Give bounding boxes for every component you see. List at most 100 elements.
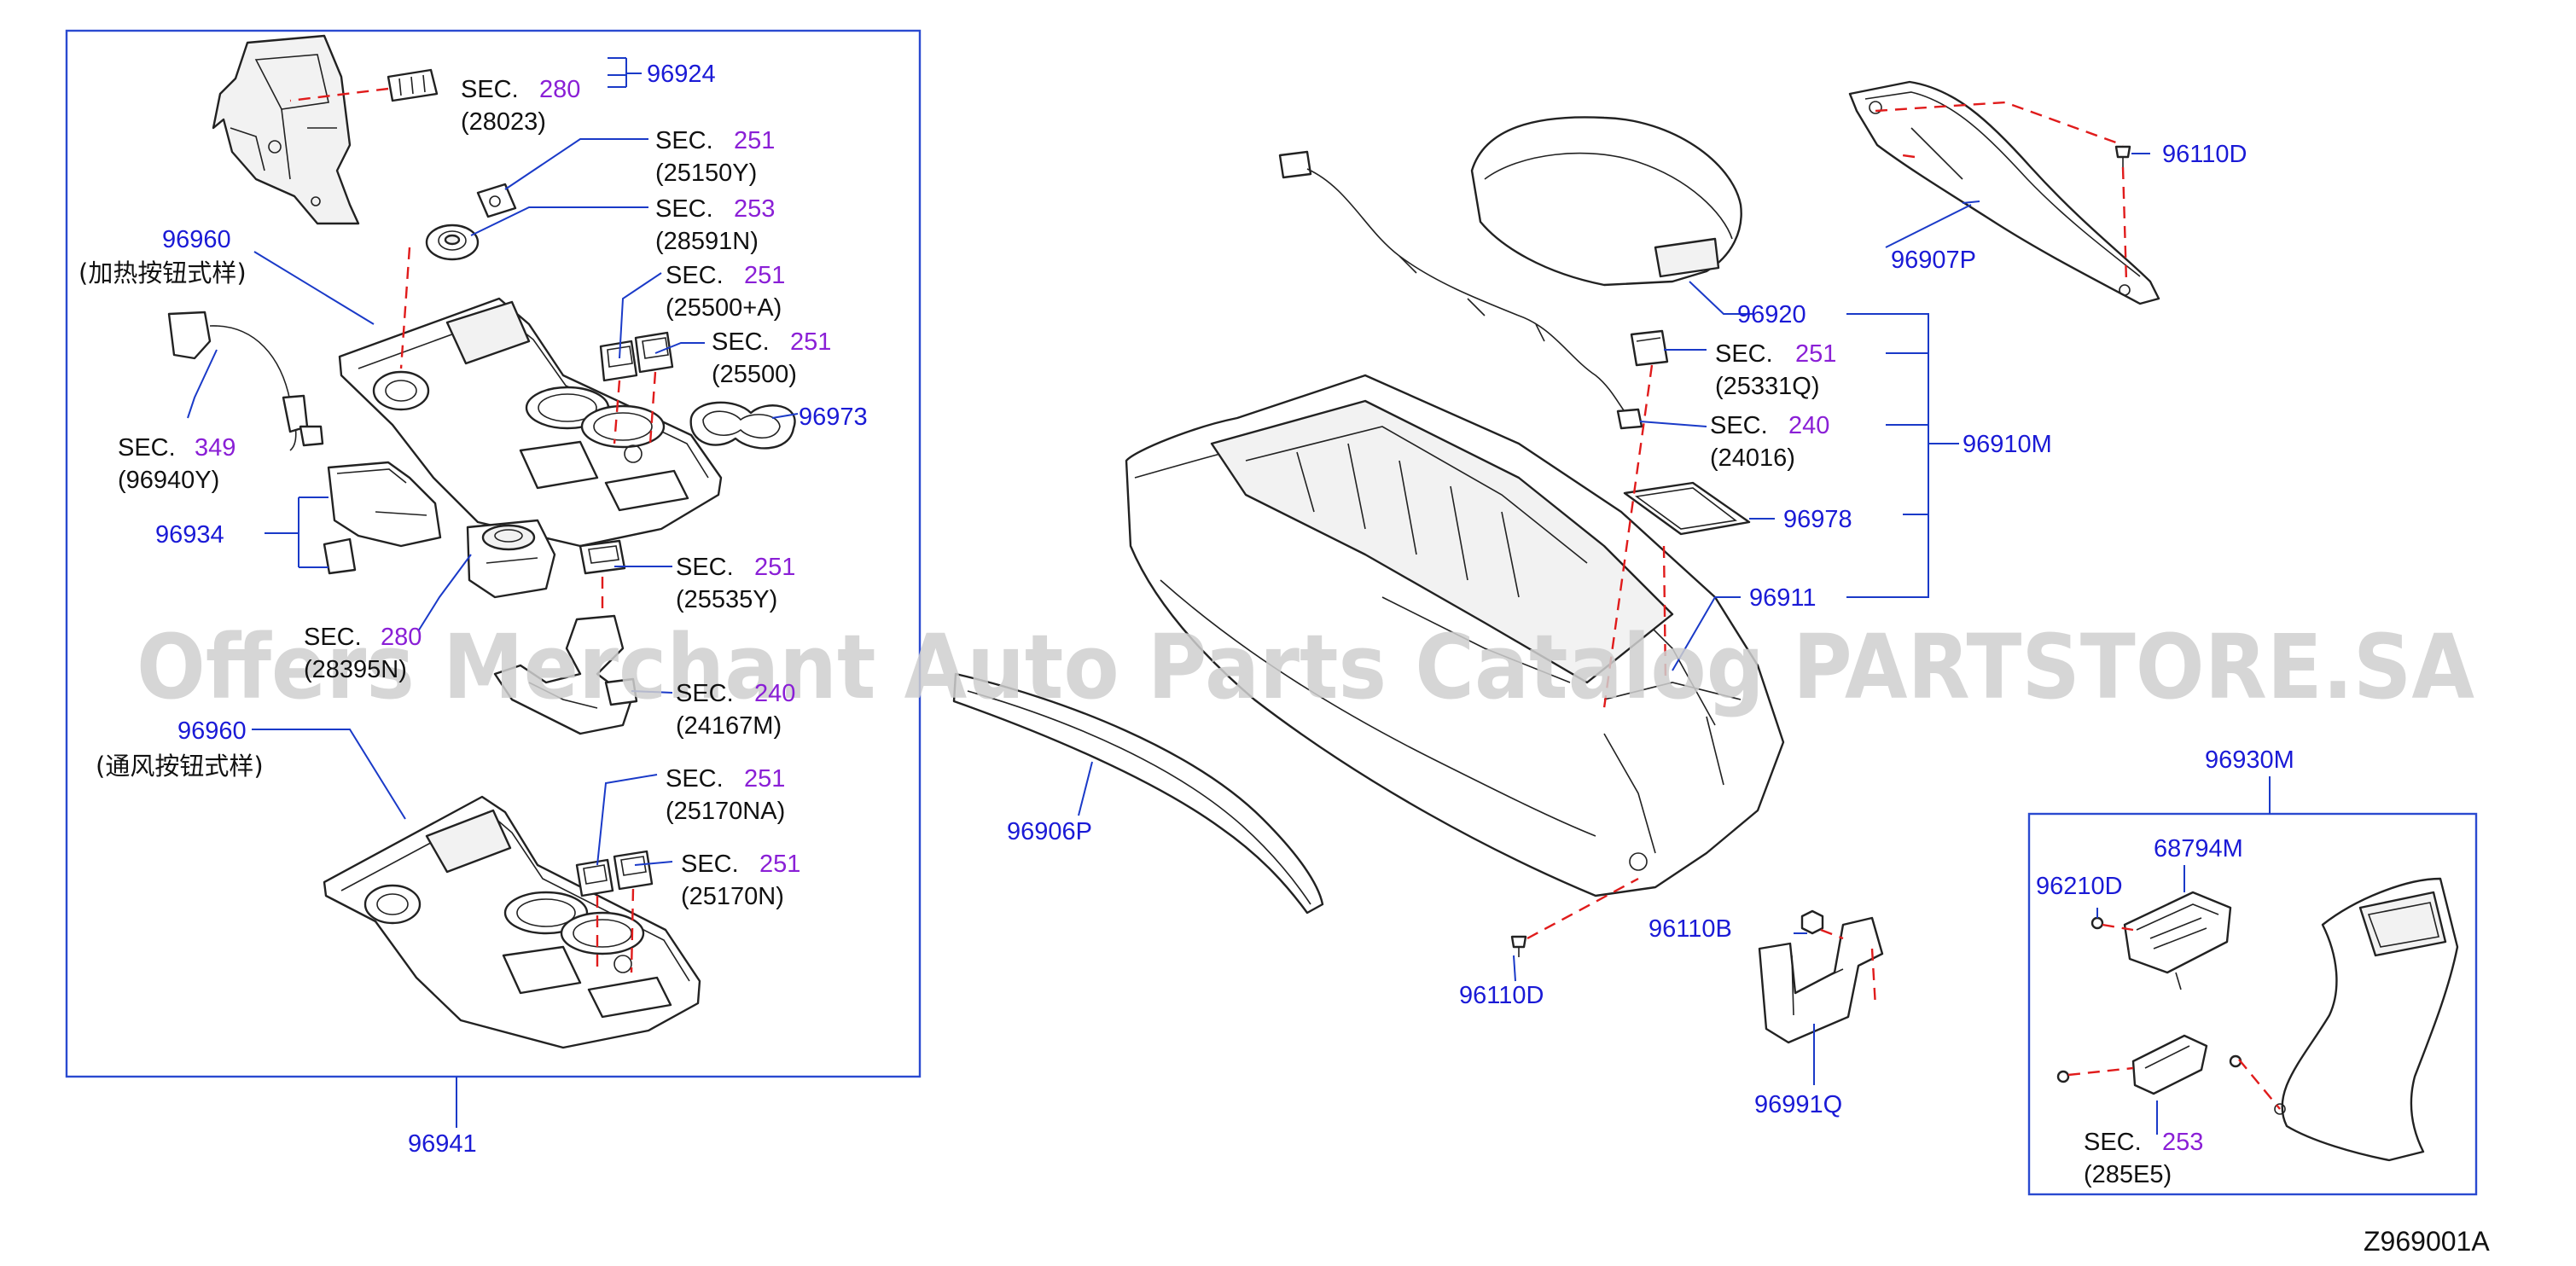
left-assembly-frame	[65, 29, 922, 1078]
armrest-lid-96920	[1470, 116, 1742, 287]
svg-text:(25500+A): (25500+A)	[666, 294, 782, 322]
rear-vent-68794M	[2123, 891, 2232, 990]
label-68794M: 68794M	[2154, 835, 2243, 862]
svg-text:SEC.: SEC.	[676, 680, 734, 707]
switch-25170N	[613, 850, 654, 891]
screw-96110D-lower	[1510, 935, 1527, 957]
svg-text:280: 280	[539, 76, 580, 103]
label-96906P: 96906P	[1007, 818, 1092, 845]
svg-text:SEC.: SEC.	[676, 554, 734, 581]
svg-text:(25150Y): (25150Y)	[655, 160, 757, 187]
svg-text:251: 251	[744, 262, 785, 289]
label-96924: 96924	[647, 61, 716, 88]
label-96911: 96911	[1749, 584, 1817, 612]
switch-96934	[323, 461, 442, 575]
svg-text:(24167M): (24167M)	[676, 712, 782, 740]
svg-text:(25535Y): (25535Y)	[676, 586, 777, 613]
rear-vent-frame	[2027, 812, 2478, 1196]
part-number-labels: 96924 96960 96973 96934 96960 96941 9690…	[155, 61, 2294, 1158]
sec-ref-251-25331Q: SEC. 251 (25331Q)	[1715, 340, 1836, 400]
svg-text:SEC.: SEC.	[666, 262, 724, 289]
note-vent-button: (通风按钮式样)	[96, 752, 264, 781]
svg-text:(25170N): (25170N)	[681, 883, 784, 910]
side-trim-96906P	[952, 672, 1324, 915]
sec-ref-280-28023: SEC. 280 (28023)	[461, 76, 580, 136]
sec-ref-240-24167M: SEC. 240 (24167M)	[676, 680, 795, 740]
label-96934: 96934	[155, 521, 224, 549]
sec-ref-251-25170NA: SEC. 251 (25170NA)	[666, 765, 785, 825]
svg-text:240: 240	[754, 680, 795, 707]
connector-28023	[387, 68, 439, 102]
svg-text:(24016): (24016)	[1710, 444, 1795, 472]
svg-text:SEC.: SEC.	[655, 195, 713, 223]
sec-ref-251-25500: SEC. 251 (25500)	[712, 328, 831, 388]
cover-96907P	[1848, 80, 2160, 305]
label-96941: 96941	[408, 1130, 477, 1158]
svg-text:251: 251	[734, 127, 775, 154]
label-96960-heated: 96960	[162, 226, 231, 253]
usb-285E5	[2131, 1034, 2208, 1095]
sec-ref-251-25150Y: SEC. 251 (25150Y)	[655, 127, 775, 187]
label-96991Q: 96991Q	[1754, 1091, 1842, 1118]
svg-text:(285E5): (285E5)	[2084, 1161, 2172, 1188]
svg-text:SEC.: SEC.	[666, 765, 724, 793]
svg-text:SEC.: SEC.	[681, 851, 739, 878]
label-96973: 96973	[799, 404, 868, 431]
button-28591N	[425, 224, 480, 261]
chinese-notes: (加热按钮式样) (通风按钮式样)	[79, 258, 264, 781]
label-96110D-lower: 96110D	[1459, 982, 1544, 1009]
label-96907P: 96907P	[1891, 247, 1976, 274]
label-96930M: 96930M	[2205, 746, 2294, 774]
switch-25331Q	[1630, 329, 1669, 367]
assembly-dashed-lines	[289, 87, 2281, 1110]
svg-text:240: 240	[1788, 412, 1829, 439]
label-96210D: 96210D	[2036, 873, 2123, 900]
leader-lines	[187, 57, 2271, 1135]
label-96920: 96920	[1737, 301, 1806, 328]
label-96960-vent: 96960	[177, 717, 247, 745]
svg-text:SEC.: SEC.	[1715, 340, 1773, 368]
svg-text:SEC.: SEC.	[655, 127, 713, 154]
harness-24167M	[493, 614, 638, 735]
svg-text:SEC.: SEC.	[712, 328, 770, 356]
svg-text:(28023): (28023)	[461, 108, 546, 136]
label-96978: 96978	[1783, 506, 1852, 533]
section-references: SEC. 280 (28023) SEC. 251 (25150Y) SEC. …	[118, 76, 2203, 1188]
svg-text:SEC.: SEC.	[304, 624, 362, 651]
shift-selector-assembly	[212, 34, 360, 225]
svg-text:253: 253	[734, 195, 775, 223]
switch-25500A	[599, 340, 638, 382]
watermark: Offers Merchant Auto Parts Catalog PARTS…	[137, 615, 2474, 719]
bracket-96991Q	[1758, 916, 1884, 1044]
rear-cover	[2274, 877, 2459, 1162]
switch-25170NA	[575, 858, 614, 897]
svg-text:SEC.: SEC.	[118, 434, 176, 462]
sec-ref-253-285E5: SEC. 253 (285E5)	[2084, 1129, 2203, 1188]
note-heated-button: (加热按钮式样)	[79, 258, 247, 287]
harness-96940Y	[167, 311, 324, 451]
diagram-code: Z969001A	[2364, 1226, 2490, 1257]
svg-text:251: 251	[754, 554, 795, 581]
svg-text:251: 251	[759, 851, 800, 878]
svg-text:251: 251	[790, 328, 831, 356]
switch-25535Y	[579, 539, 626, 575]
switch-25150Y	[476, 183, 517, 218]
mat-96978	[1623, 481, 1751, 536]
harness-96910M	[1278, 150, 1643, 430]
svg-text:(28395N): (28395N)	[304, 656, 407, 683]
svg-text:(28591N): (28591N)	[655, 228, 759, 255]
svg-text:SEC.: SEC.	[461, 76, 519, 103]
svg-text:251: 251	[1795, 340, 1836, 368]
screw-96110D-upper	[2114, 145, 2131, 167]
svg-text:251: 251	[744, 765, 785, 793]
svg-text:(25170NA): (25170NA)	[666, 798, 785, 825]
sec-ref-349-96940Y: SEC. 349 (96940Y)	[118, 434, 236, 494]
sec-ref-251-25500A: SEC. 251 (25500+A)	[666, 262, 785, 322]
svg-text:SEC.: SEC.	[2084, 1129, 2142, 1156]
svg-text:280: 280	[381, 624, 422, 651]
gasket-96973	[689, 401, 796, 450]
svg-text:(96940Y): (96940Y)	[118, 467, 219, 494]
controller-28395N	[466, 519, 556, 599]
